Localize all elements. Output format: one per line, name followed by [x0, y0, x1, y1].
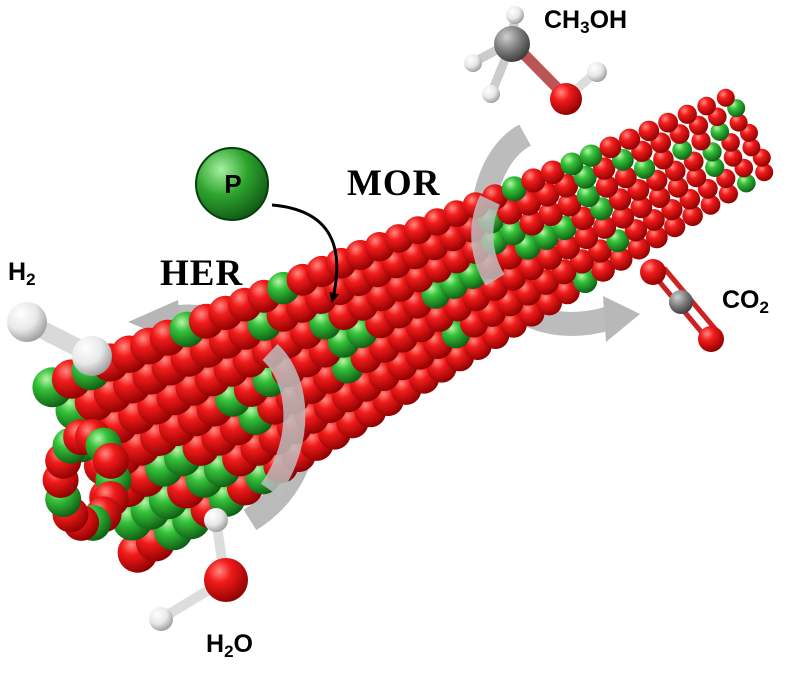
hydrogen-molecule-icon: [7, 302, 112, 376]
mor-arrow-front: [471, 195, 505, 286]
dopant-atom: [705, 157, 725, 177]
host-atom: [686, 167, 707, 188]
co2-label-main: CO: [722, 286, 760, 314]
doping-arrow: [271, 203, 339, 303]
water-label-sub: 2: [224, 642, 234, 661]
water-molecule-icon: [149, 508, 248, 631]
host-atom: [537, 244, 563, 270]
host-atom: [653, 148, 674, 170]
host-atom: [649, 186, 671, 208]
dopant-atom: [501, 176, 527, 202]
co2-label: CO2: [722, 286, 769, 318]
host-atom: [638, 120, 660, 142]
water-label-main: H: [206, 630, 225, 658]
host-atom: [611, 206, 635, 229]
host-atom: [574, 225, 599, 250]
host-atom: [677, 104, 697, 124]
methanol-molecule-icon: [464, 6, 607, 115]
host-atom: [691, 131, 711, 151]
host-atom: [614, 166, 637, 189]
host-atom: [595, 175, 619, 198]
methanol-label-a: CH: [544, 6, 581, 34]
water-label-tail: O: [233, 630, 253, 658]
host-atom: [742, 138, 761, 157]
host-atom: [518, 254, 544, 281]
hydrogen-label: H2: [8, 258, 36, 290]
co2-molecule-icon: [640, 259, 724, 352]
host-atom: [627, 237, 651, 260]
host-atom: [667, 177, 689, 198]
host-atom: [554, 279, 580, 305]
host-atom: [729, 113, 748, 132]
her-arrow-front: [260, 343, 306, 497]
phosphorus-atom-icon: [195, 147, 269, 221]
dopant-atom: [573, 268, 598, 293]
dopant-atom: [579, 144, 603, 167]
host-atom: [723, 148, 743, 167]
hydrogen-label-main: H: [8, 258, 27, 286]
dopant-atom: [710, 122, 730, 141]
host-atom: [591, 258, 615, 282]
dopant-atom: [634, 157, 656, 179]
host-atom: [92, 442, 129, 479]
host-atom: [619, 128, 641, 150]
mor-label: MOR: [347, 163, 441, 204]
host-atom: [718, 184, 739, 204]
methanol-label-sub: 3: [580, 18, 590, 37]
host-atom: [519, 210, 545, 236]
methanol-label-b: OH: [589, 6, 628, 34]
dopant-atom: [672, 140, 693, 160]
water-label: H2O: [206, 630, 253, 662]
host-atom: [593, 215, 617, 239]
host-atom: [630, 196, 653, 219]
hydrogen-label-sub: 2: [26, 270, 36, 289]
host-atom: [700, 194, 721, 215]
host-atom: [682, 205, 703, 226]
host-atom: [540, 160, 565, 185]
her-label: HER: [160, 253, 244, 294]
host-atom: [664, 216, 686, 238]
host-atom: [599, 136, 622, 159]
host-atom: [645, 226, 668, 249]
host-atom: [716, 88, 735, 107]
host-atom: [521, 168, 546, 193]
dopant-atom: [560, 152, 584, 176]
host-atom: [658, 112, 678, 133]
phosphorus-label: P: [224, 169, 241, 199]
host-atom: [538, 201, 563, 227]
host-atom: [555, 235, 581, 260]
methanol-label: CH3OH: [544, 6, 627, 38]
host-atom: [697, 96, 716, 116]
dopant-atom: [500, 219, 526, 246]
co2-label-sub: 2: [759, 298, 769, 317]
host-atom: [557, 193, 582, 217]
dopant-atom: [737, 173, 756, 193]
dopant-atom: [576, 184, 600, 208]
host-atom: [755, 163, 774, 182]
host-atom: [609, 247, 633, 271]
